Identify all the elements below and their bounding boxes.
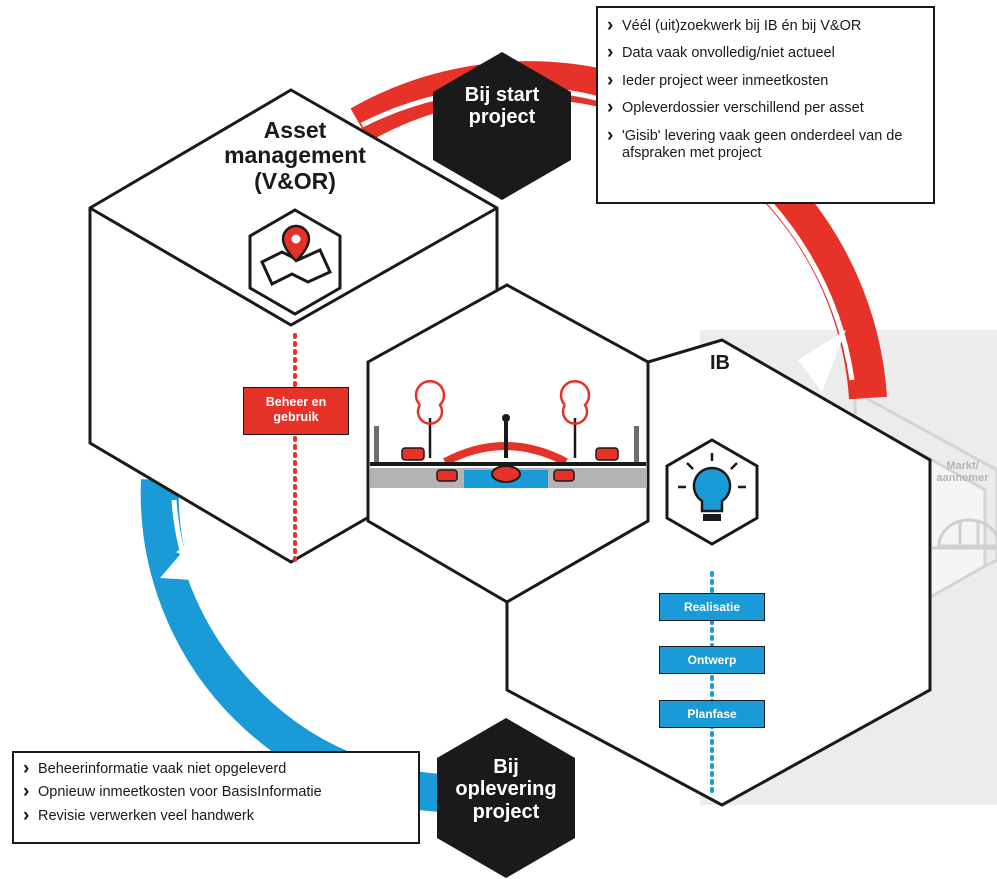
- start-project-hex: [433, 52, 571, 200]
- phase-realisatie: Realisatie: [659, 593, 765, 621]
- market-line: aannemer: [936, 472, 989, 485]
- delivery-project-line: Bij: [493, 756, 519, 778]
- map-pin-icon: [248, 208, 342, 316]
- start-problem-item: 'Gisib' levering vaak geen onderdeel van…: [606, 125, 925, 163]
- delivery-project-label: Bij oplevering project: [437, 756, 575, 823]
- delivery-problem-item: Opnieuw inmeetkosten voor BasisInformati…: [22, 781, 412, 804]
- market-line: Markt/: [946, 460, 979, 472]
- delivery-project-hex: [437, 718, 575, 878]
- arrow-icon: [160, 524, 224, 582]
- phase-ontwerp: Ontwerp: [659, 646, 765, 674]
- delivery-project-line: oplevering: [455, 778, 557, 801]
- asset-management-line: (V&OR): [254, 167, 336, 194]
- start-problem-item: Data vaak onvolledig/niet actueel: [606, 42, 925, 65]
- start-problem-item: Opleverdossier verschillend per asset: [606, 97, 925, 120]
- start-project-label: Bij start project: [433, 84, 571, 129]
- lightbulb-icon: [665, 438, 759, 546]
- helmet-icon: [932, 518, 997, 550]
- ib-title: IB: [710, 352, 730, 374]
- car-icon: [401, 447, 619, 482]
- start-problem-item: Ieder project weer inmeetkosten: [606, 70, 925, 93]
- asset-management-line: Asset: [263, 117, 327, 143]
- asset-management-title: Asset management (V&OR): [200, 117, 390, 194]
- delivery-problem-item: Beheerinformatie vaak niet opgeleverd: [22, 758, 412, 781]
- start-project-line: project: [468, 106, 536, 129]
- tree-icon: [414, 379, 591, 458]
- ib-hex: [505, 338, 932, 807]
- start-project-line: Bij start: [464, 84, 540, 106]
- start-problems-box: Véél (uit)zoekwerk bij IB én bij V&OR Da…: [596, 6, 935, 204]
- stage-beheer-gebruik: Beheer en gebruik: [243, 387, 349, 435]
- start-problem-item: Véél (uit)zoekwerk bij IB én bij V&OR: [606, 15, 925, 38]
- delivery-problems-box: Beheerinformatie vaak niet opgeleverd Op…: [12, 751, 420, 844]
- delivery-project-line: project: [472, 800, 540, 823]
- street-scene: [370, 379, 647, 488]
- delivery-problem-item: Revisie verwerken veel handwerk: [22, 805, 412, 828]
- phase-planfase: Planfase: [659, 700, 765, 728]
- asset-management-line: management: [224, 142, 366, 169]
- market-label: Markt/ aannemer: [928, 460, 997, 484]
- arrow-icon: [798, 330, 846, 392]
